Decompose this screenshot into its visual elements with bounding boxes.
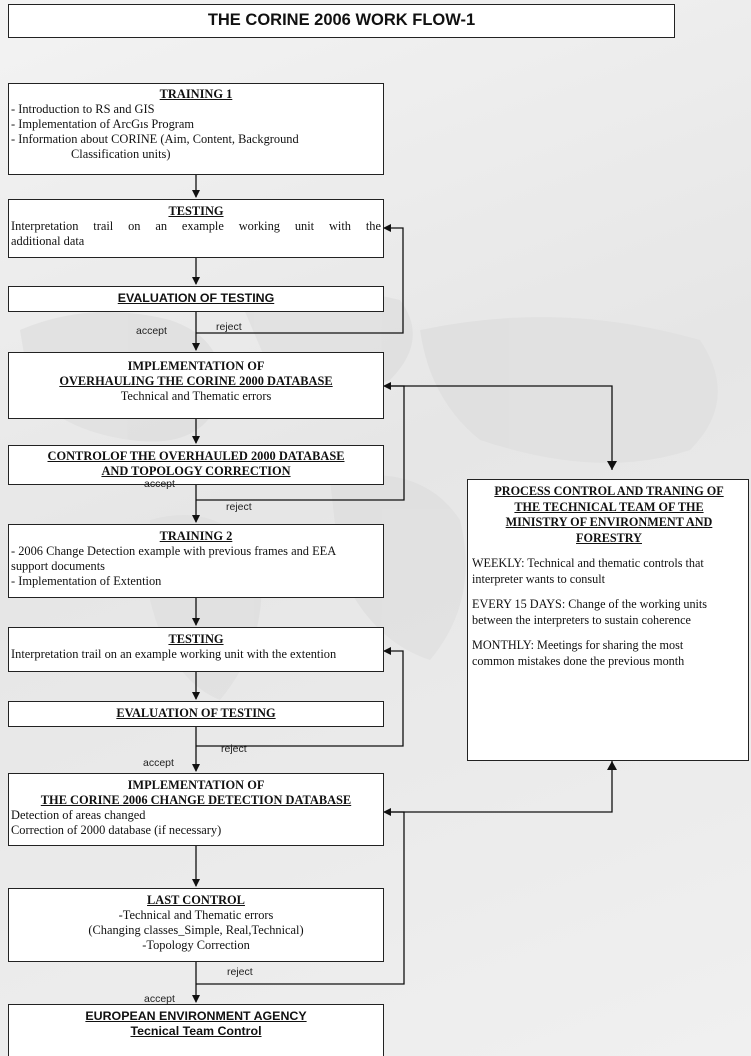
weekly-text-2: interpreter wants to consult xyxy=(472,571,606,586)
accept-label: accept xyxy=(144,993,175,1005)
training-2-heading: TRAINING 2 xyxy=(159,529,233,543)
eea-subtitle: Tecnical Team Control xyxy=(130,1024,262,1038)
process-control-heading-4: FORESTRY xyxy=(576,530,642,545)
reject-label: reject xyxy=(216,321,242,333)
implementation-2000-sub: Technical and Thematic errors xyxy=(120,389,272,403)
training-1-heading: TRAINING 1 xyxy=(159,87,233,101)
training-2-text-2: support documents xyxy=(11,559,105,573)
process-control-heading-2: THE TECHNICAL TEAM OF THE xyxy=(514,499,704,514)
control-2000-title-2: AND TOPOLOGY CORRECTION xyxy=(101,464,291,478)
weekly-text-1: WEEKLY: Technical and thematic controls … xyxy=(472,556,704,570)
testing-1-box: TESTING Interpretation trail on an examp… xyxy=(8,199,384,258)
implementation-2000-box: IMPLEMENTATION OF OVERHAULING THE CORINE… xyxy=(8,352,384,419)
monthly-text-1: MONTHLY: Meetings for sharing the most xyxy=(472,638,684,652)
diagram-title: THE CORINE 2006 WORK FLOW-1 xyxy=(8,4,675,38)
training-1-item: - Introduction to RS and GIS xyxy=(11,102,155,116)
last-control-text-2: (Changing classes_Simple, Real,Technical… xyxy=(88,923,304,937)
training-2-text-1: - 2006 Change Detection example with pre… xyxy=(11,544,337,558)
every-15-days-text-2: between the interpreters to sustain cohe… xyxy=(472,612,691,627)
training-1-item-cont: Classification units) xyxy=(71,147,171,161)
testing-2-text: Interpretation trail on an example worki… xyxy=(11,647,337,661)
implementation-2006-text-2: Correction of 2000 database (if necessar… xyxy=(11,823,222,837)
process-control-heading-3: MINISTRY OF ENVIRONMENT AND xyxy=(505,515,713,529)
accept-label: accept xyxy=(144,478,175,490)
training-1-box: TRAINING 1 - Introduction to RS and GIS … xyxy=(8,83,384,175)
testing-1-text: Interpretation trail on an example worki… xyxy=(11,219,381,233)
eea-box: EUROPEAN ENVIRONMENT AGENCY Tecnical Tea… xyxy=(8,1004,384,1056)
process-control-box: PROCESS CONTROL AND TRANING OF THE TECHN… xyxy=(467,479,749,761)
reject-label: reject xyxy=(227,966,253,978)
process-control-heading-1: PROCESS CONTROL AND TRANING OF xyxy=(494,484,724,498)
last-control-text-3: -Topology Correction xyxy=(142,938,250,952)
evaluation-1-box: EVALUATION OF TESTING xyxy=(8,286,384,312)
implementation-2006-box: IMPLEMENTATION OF THE CORINE 2006 CHANGE… xyxy=(8,773,384,846)
eea-title: EUROPEAN ENVIRONMENT AGENCY xyxy=(85,1009,307,1023)
reject-label: reject xyxy=(226,501,252,513)
last-control-box: LAST CONTROL -Technical and Thematic err… xyxy=(8,888,384,962)
evaluation-1-heading: EVALUATION OF TESTING xyxy=(117,291,275,305)
implementation-2000-title-1: IMPLEMENTATION OF xyxy=(127,359,265,373)
implementation-2006-text-1: Detection of areas changed xyxy=(11,808,146,822)
testing-1-heading: TESTING xyxy=(168,204,224,218)
control-2000-box: CONTROLOF THE OVERHAULED 2000 DATABASE A… xyxy=(8,445,384,485)
training-1-item: - Implementation of ArcGıs Program xyxy=(11,117,195,131)
implementation-2006-title-2: THE CORINE 2006 CHANGE DETECTION DATABAS… xyxy=(40,793,352,807)
last-control-heading: LAST CONTROL xyxy=(147,893,245,907)
every-15-days-text-1: EVERY 15 DAYS: Change of the working uni… xyxy=(472,597,708,611)
implementation-2000-title-2: OVERHAULING THE CORINE 2000 DATABASE xyxy=(59,374,333,388)
accept-label: accept xyxy=(143,757,174,769)
testing-1-text-2: additional data xyxy=(11,234,85,248)
last-control-text-1: -Technical and Thematic errors xyxy=(118,908,274,922)
training-2-box: TRAINING 2 - 2006 Change Detection examp… xyxy=(8,524,384,598)
training-1-item: - Information about CORINE (Aim, Content… xyxy=(11,132,299,146)
testing-2-heading: TESTING xyxy=(168,632,224,646)
accept-label: accept xyxy=(136,325,167,337)
monthly-text-2: common mistakes done the previous month xyxy=(472,653,685,668)
implementation-2006-title-1: IMPLEMENTATION OF xyxy=(127,778,265,792)
training-2-text-3: - Implementation of Extention xyxy=(11,574,162,588)
testing-2-box: TESTING Interpretation trail on an examp… xyxy=(8,627,384,672)
evaluation-2-heading: EVALUATION OF TESTING xyxy=(116,706,276,720)
evaluation-2-box: EVALUATION OF TESTING xyxy=(8,701,384,727)
control-2000-title-1: CONTROLOF THE OVERHAULED 2000 DATABASE xyxy=(47,449,345,463)
reject-label: reject xyxy=(221,743,247,755)
